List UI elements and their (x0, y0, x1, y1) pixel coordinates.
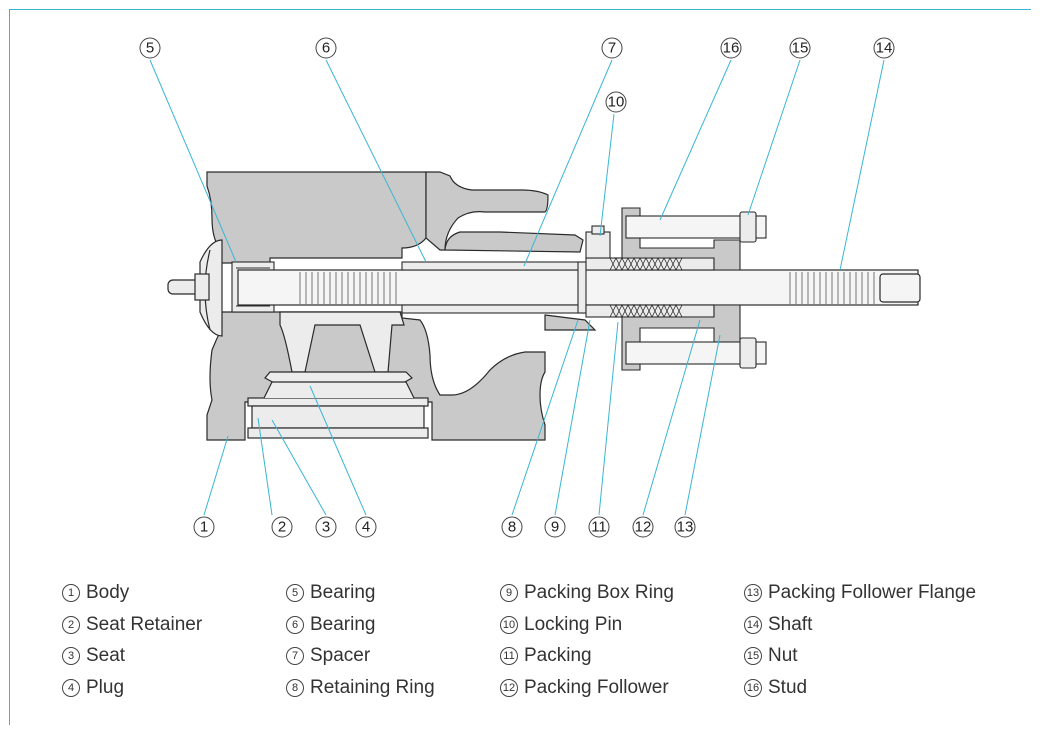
studs (625, 215, 767, 365)
legend-text: Packing Box Ring (524, 582, 674, 603)
legend-text: Spacer (310, 645, 371, 666)
callout-14: 14 (873, 37, 895, 59)
legend-number: 6 (286, 615, 304, 634)
svg-text:1: 1 (200, 519, 208, 536)
svg-text:3: 3 (322, 519, 330, 536)
legend-text: Bearing (310, 613, 376, 635)
callout-8: 8 (501, 516, 523, 538)
callout-4: 4 (355, 516, 377, 538)
legend-item: 9 Packing Box Ring (500, 582, 674, 614)
callout-11: 11 (588, 516, 610, 538)
nuts (739, 211, 757, 369)
svg-text:16: 16 (723, 40, 740, 57)
legend-number: 7 (286, 647, 304, 665)
legend-text: Stud (768, 676, 808, 698)
legend-item: 11 Packing (500, 645, 674, 677)
legend-text: Seat (86, 645, 126, 666)
legend-number: 2 (62, 615, 80, 634)
callout-15: 15 (789, 37, 811, 59)
legend-item: 7 Spacer (286, 645, 435, 677)
callout-16: 16 (720, 37, 742, 59)
legend-number: 8 (286, 678, 304, 697)
callout-3: 3 (315, 516, 337, 538)
callout-2: 2 (271, 516, 293, 538)
legend-number: 5 (286, 584, 304, 602)
legend-text: Retaining Ring (310, 676, 435, 698)
legend-item: 1 Body (62, 582, 202, 614)
legend-item: 8 Retaining Ring (286, 677, 435, 709)
svg-text:4: 4 (362, 519, 370, 536)
legend-number: 15 (744, 647, 762, 665)
legend-text: Plug (86, 676, 125, 698)
legend-number: 9 (500, 584, 518, 602)
legend-item: 13 Packing Follower Flange (744, 582, 976, 614)
legend-item: 16 Stud (744, 677, 976, 709)
legend-item: 5 Bearing (286, 582, 435, 614)
legend-text: Shaft (768, 613, 813, 635)
bearing-spacer (401, 261, 587, 314)
legend-text: Nut (768, 645, 798, 666)
callout-12: 12 (632, 516, 654, 538)
legend-column-1: 1 Body 2 Seat Retainer 3 Seat 4 Plug (62, 582, 202, 708)
legend-item: 3 Seat (62, 645, 202, 677)
legend-number: 4 (62, 678, 80, 697)
svg-text:15: 15 (792, 40, 809, 57)
end-cap (167, 239, 223, 337)
legend-number: 16 (744, 678, 762, 697)
legend-text: Locking Pin (524, 613, 623, 635)
legend-text: Seat Retainer (86, 613, 203, 635)
svg-text:5: 5 (146, 40, 154, 57)
callout-10: 10 (605, 91, 627, 113)
svg-text:7: 7 (608, 40, 616, 57)
legend-item: 14 Shaft (744, 614, 976, 646)
legend-text: Packing Follower (524, 676, 669, 698)
legend-text: Packing Follower Flange (768, 582, 977, 603)
callout-13: 13 (674, 516, 696, 538)
seat-retainer (247, 381, 429, 439)
shaft-splines-right (789, 272, 875, 304)
figure-frame (9, 9, 1031, 725)
legend-number: 11 (500, 647, 518, 665)
svg-text:14: 14 (876, 40, 893, 57)
callout-9: 9 (544, 516, 566, 538)
legend-item: 15 Nut (744, 645, 976, 677)
legend-item: 4 Plug (62, 677, 202, 709)
legend-number: 14 (744, 615, 762, 634)
callout-6: 6 (315, 37, 337, 59)
legend-item: 12 Packing Follower (500, 677, 674, 709)
svg-text:9: 9 (551, 519, 559, 536)
callout-5: 5 (139, 37, 161, 59)
legend-item: 6 Bearing (286, 614, 435, 646)
legend-number: 1 (62, 584, 80, 602)
callout-1: 1 (193, 516, 215, 538)
legend-text: Bearing (310, 582, 376, 603)
legend-number: 3 (62, 647, 80, 665)
svg-text:8: 8 (508, 519, 516, 536)
legend-item: 2 Seat Retainer (62, 614, 202, 646)
legend-number: 12 (500, 678, 518, 697)
legend-text: Body (86, 582, 130, 603)
svg-text:6: 6 (322, 40, 330, 57)
legend-number: 10 (500, 615, 518, 634)
callout-7: 7 (601, 37, 623, 59)
packing-box (585, 225, 715, 318)
legend-number: 13 (744, 584, 762, 602)
shaft-splines-left (299, 272, 397, 304)
svg-text:13: 13 (677, 519, 694, 536)
svg-text:2: 2 (278, 519, 286, 536)
legend-text: Packing (524, 645, 592, 666)
svg-text:10: 10 (608, 94, 625, 111)
valve-cross-section-diagram: 5 6 7 16 15 14 10 1 2 3 4 8 9 11 12 13 (139, 37, 921, 538)
callouts: 5 6 7 16 15 14 10 1 2 3 4 8 9 11 12 13 (139, 37, 895, 538)
leader-lines (149, 59, 885, 516)
legend-item: 10 Locking Pin (500, 614, 674, 646)
svg-text:12: 12 (635, 519, 652, 536)
svg-text:11: 11 (591, 519, 607, 536)
